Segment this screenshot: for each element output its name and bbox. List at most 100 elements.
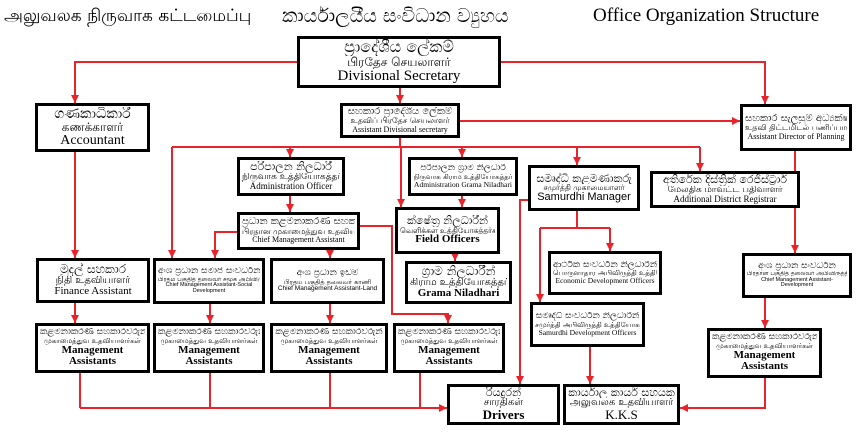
box-management-assistants-3: කළමනාකරණ සහකාරවරුන් முகாமைத்துவ உதவியாளர…	[270, 323, 388, 373]
box-chief-management-assistant: ප්‍රධාන කළමනාකරණ සහකාර பிரதான முகாமைத்து…	[237, 212, 360, 250]
box-drivers: රියදුරන් சாரதிகள் Drivers	[447, 384, 560, 425]
label-tamil: பிரதான முகாமைத்துவ உதவியாளர்	[242, 227, 355, 236]
box-economic-development-officers: ආර්ථික සංවර්ධන නිලධාරීන් பொருளாதார அபிவி…	[548, 251, 662, 295]
box-field-officers: ක්ෂේත්‍ර නිලධාරීන් வெளிக்கள உத்தியோகத்தர…	[395, 207, 500, 254]
label-english: Management Assistants	[61, 343, 124, 368]
label-english: Chief Management Assistant-Development	[761, 276, 833, 289]
label-tamil: முகாமைத்துவ உதவியாளர்கள்	[280, 337, 378, 345]
label-tamil: வெளிக்கள உத்தியோகத்தர்கள்	[400, 226, 495, 235]
label-english: K.K.S	[605, 407, 638, 423]
label-sinhala: සමෘද්ධි සංවර්ධන නිලධාරීන්	[535, 312, 640, 322]
box-management-assistants-5: කළමනාකරණ සහකාරවරුන් முகாமைத்துவ உதவியாளர…	[707, 328, 822, 378]
label-english: Economic Development Officers	[555, 276, 655, 286]
label-sinhala: සමෘද්ධි කළමණාකරු	[536, 172, 632, 185]
title-sinhala: කාර්යාලයීය සංවිධාන ව්‍යුහය	[282, 5, 509, 27]
label-english: Samurdhi Development Officers	[538, 327, 637, 337]
label-tamil: பிரதம பகுதித் தலைவர் சமூக அபிவிருத்தி	[158, 276, 260, 283]
connector-ma5-to-kks	[680, 378, 766, 412]
label-sinhala: අංශ ප්‍රධාන සංවර්ධන	[758, 261, 836, 271]
box-assistant-divisional-secretary: සහකාර ප්‍රාදේශීය ලේකම් உதவிப் பிரதேச செய…	[340, 103, 460, 138]
label-sinhala: ගණකාධිකාරී	[54, 106, 131, 122]
label-sinhala: ක්ෂේත්‍ර නිලධාරීන්	[407, 215, 488, 227]
label-sinhala: කාර්යාල කාර්ය සහයක	[568, 387, 675, 399]
label-tamil: கிராம உத்தியோகத்தர்கள்	[410, 277, 507, 288]
label-sinhala: කළමනාකරණ සහකාරවරුන්	[40, 328, 145, 338]
label-sinhala: රියදුරන්	[485, 387, 521, 399]
label-english: Assistant Director of Planning	[747, 131, 845, 141]
label-tamil: சமுர்த்தி அபிவிருத்தி உத்தியோகத்தர்கள்	[535, 321, 640, 329]
label-tamil: முகாமைத்துவ உதவியாளர்கள்	[43, 337, 142, 345]
connector-cma-to-ma4	[360, 225, 452, 323]
box-assistant-director-planning: සහකාර සැලසුම් අධ්‍යක්ෂ உதவி திட்டமிடல் ப…	[740, 104, 852, 151]
label-sinhala: ආර්ථික සංවර්ධන නිලධාරීන්	[553, 260, 657, 270]
label-tamil: பிரதேச செயலாளர்	[347, 56, 451, 69]
label-tamil: முகாமைத்துவ உதவியாளர்கள்	[160, 337, 258, 345]
label-english: Management Assistants	[178, 343, 240, 368]
label-tamil: சாரதிகள்	[483, 398, 524, 409]
label-tamil: கணக்காளர்	[61, 121, 124, 134]
box-samurdhi-development-officers: සමෘද්ධි සංවර්ධන නිලධාරීන් சமுர்த்தி அபிவ…	[530, 302, 645, 347]
box-administration-officer: පරිපාලන නිලධාරී நிருவாக உத்தியோகத்தர் Ad…	[237, 157, 345, 196]
connector-cma-to-cma-social	[211, 231, 237, 258]
box-samurdhi-manager: සමෘද්ධි කළමණාකරු சமுர்த்தி முகாமையாளர் S…	[528, 165, 640, 211]
box-administration-grama-niladhari: පරිපාලන ග්‍රාම නිලධාරී நிருவாக கிராம உத்…	[408, 157, 518, 196]
box-divisional-secretary: ප්‍රාදේශීය ලේකම් பிரதேச செயலாளர் Divisio…	[297, 36, 501, 88]
label-english: Administration Officer	[249, 181, 333, 192]
label-sinhala: පරිපාලන ග්‍රාම නිලධාරී	[420, 164, 506, 174]
box-accountant: ගණකාධිකාරී கணக்காளர் Accountant	[35, 103, 150, 152]
label-english: Field Officers	[415, 233, 480, 246]
label-sinhala: සහකාර ප්‍රාදේශීය ලේකම්	[347, 106, 453, 117]
label-english: Assistant Divisional secretary	[352, 124, 448, 134]
box-management-assistants-1: කළමනාකරණ සහකාරවරුන් முகாமைத்துவ உதவியாளர…	[35, 323, 150, 373]
box-grama-niladhari: ග්‍රාම නිලධාරීන් கிராம உத்தியோகத்தர்கள் …	[405, 261, 512, 304]
label-tamil: அலுவலக உதவியாளர்	[569, 398, 674, 409]
label-english: Finance Assistant	[54, 285, 132, 298]
label-english: Chief Management Assistant	[252, 235, 345, 245]
box-cma-land: අංශ ප්‍රධාන ඉඩම් பிரதம பகுதித் தலைவர் கா…	[270, 258, 385, 304]
label-tamil: நிதி உதவியாளர்	[55, 275, 131, 286]
label-tamil: உதவி திட்டமிடல் பணிப்பாளர்	[745, 124, 847, 133]
label-sinhala: ග්‍රාම නිලධාරීන්	[421, 265, 496, 278]
box-finance-assistant: මුදල් සහකාර நிதி உதவியாளர் Finance Assis…	[36, 258, 150, 303]
label-tamil: நிருவாக கிராம உத்தியோகத்தர்	[413, 173, 513, 181]
label-tamil: முகாமைத்துவ உதவியாளர்கள்	[715, 342, 814, 350]
label-tamil: சமுர்த்தி முகாமையாளர்	[543, 184, 625, 192]
label-tamil: உதவிப் பிரதேச செயலாளர்	[350, 117, 450, 126]
label-english: Drivers	[482, 407, 525, 423]
box-kks: කාර්යාල කාර්ය සහයක அலுவலக உதவியாளர் K.K.…	[563, 384, 680, 425]
label-sinhala: ප්‍රධාන කළමනාකරණ සහකාර	[242, 217, 355, 228]
label-tamil: மேலதிக மாவட்ட பதிவாளர்	[667, 185, 783, 195]
label-english: Additional District Registrar	[673, 194, 777, 205]
title-english: Office Organization Structure	[593, 5, 820, 26]
box-cma-social-development: අංශ ප්‍රධාන සමාජ සංවර්ධන பிரதம பகுதித் த…	[153, 258, 265, 304]
label-sinhala: කළමනාකරණ සහකාරවරුන්	[712, 333, 817, 343]
label-sinhala: අංශ ප්‍රධාන ඉඩම්	[296, 269, 359, 279]
label-sinhala: කළමනාකරණ සහකාරවරුන්	[398, 328, 500, 338]
box-management-assistants-4: කළමනාකරණ සහකාරවරුන් முகாமைத்துவ உதவியாளர…	[393, 323, 505, 373]
label-sinhala: කළමනාකරණ සහකාරවරුන්	[275, 328, 383, 338]
box-management-assistants-2: කළමනාකරණ සහකාරවරුන් முகாமைத்துவ உதவியாளர…	[153, 323, 265, 373]
label-english: Accountant	[60, 132, 125, 148]
label-tamil: பொருளாதார அபிவிருத்தி உத்தியோகத்தர்கள்	[553, 270, 657, 278]
label-english: Administration Grama Niladhari	[414, 179, 512, 189]
label-english: Management Assistants	[298, 343, 360, 368]
label-sinhala: සහකාර සැලසුම් අධ්‍යක්ෂ	[745, 113, 847, 124]
label-sinhala: කළමනාකරණ සහකාරවරුන්	[158, 328, 260, 338]
label-sinhala: පරිපාලන නිලධාරී	[250, 161, 332, 173]
box-additional-district-registrar: අතිරේක දිස්ත්‍රික් රෙජිස්ට්‍රාර් மேலதிக …	[650, 171, 800, 208]
label-tamil: நிருவாக உத்தியோகத்தர்	[242, 172, 340, 182]
label-tamil: பிரதான பகுதித் தலைவர் அபிவிருத்தி	[747, 271, 847, 278]
connector-samurdhi-manager-to-drivers	[516, 199, 528, 384]
label-english: Divisional Secretary	[337, 67, 461, 84]
connector-ds-to-accountant	[71, 61, 297, 103]
label-english: Chief Management Assistant-Social Develo…	[165, 282, 253, 294]
label-english: Management Assistants	[418, 343, 480, 368]
label-english: Management Assistants	[733, 348, 796, 373]
title-tamil: அலுவலக நிருவாக கட்டமைப்பு	[4, 6, 252, 26]
label-tamil: பிரதம பகுதித் தலைவர் காணி	[283, 278, 372, 286]
label-english: Chief Management Assistant-Land	[277, 284, 378, 292]
label-english: Samurdhi Manager	[537, 190, 631, 203]
label-sinhala: අංශ ප්‍රධාන සමාජ සංවර්ධන	[158, 267, 260, 277]
label-sinhala: මුදල් සහකාර	[60, 263, 126, 276]
